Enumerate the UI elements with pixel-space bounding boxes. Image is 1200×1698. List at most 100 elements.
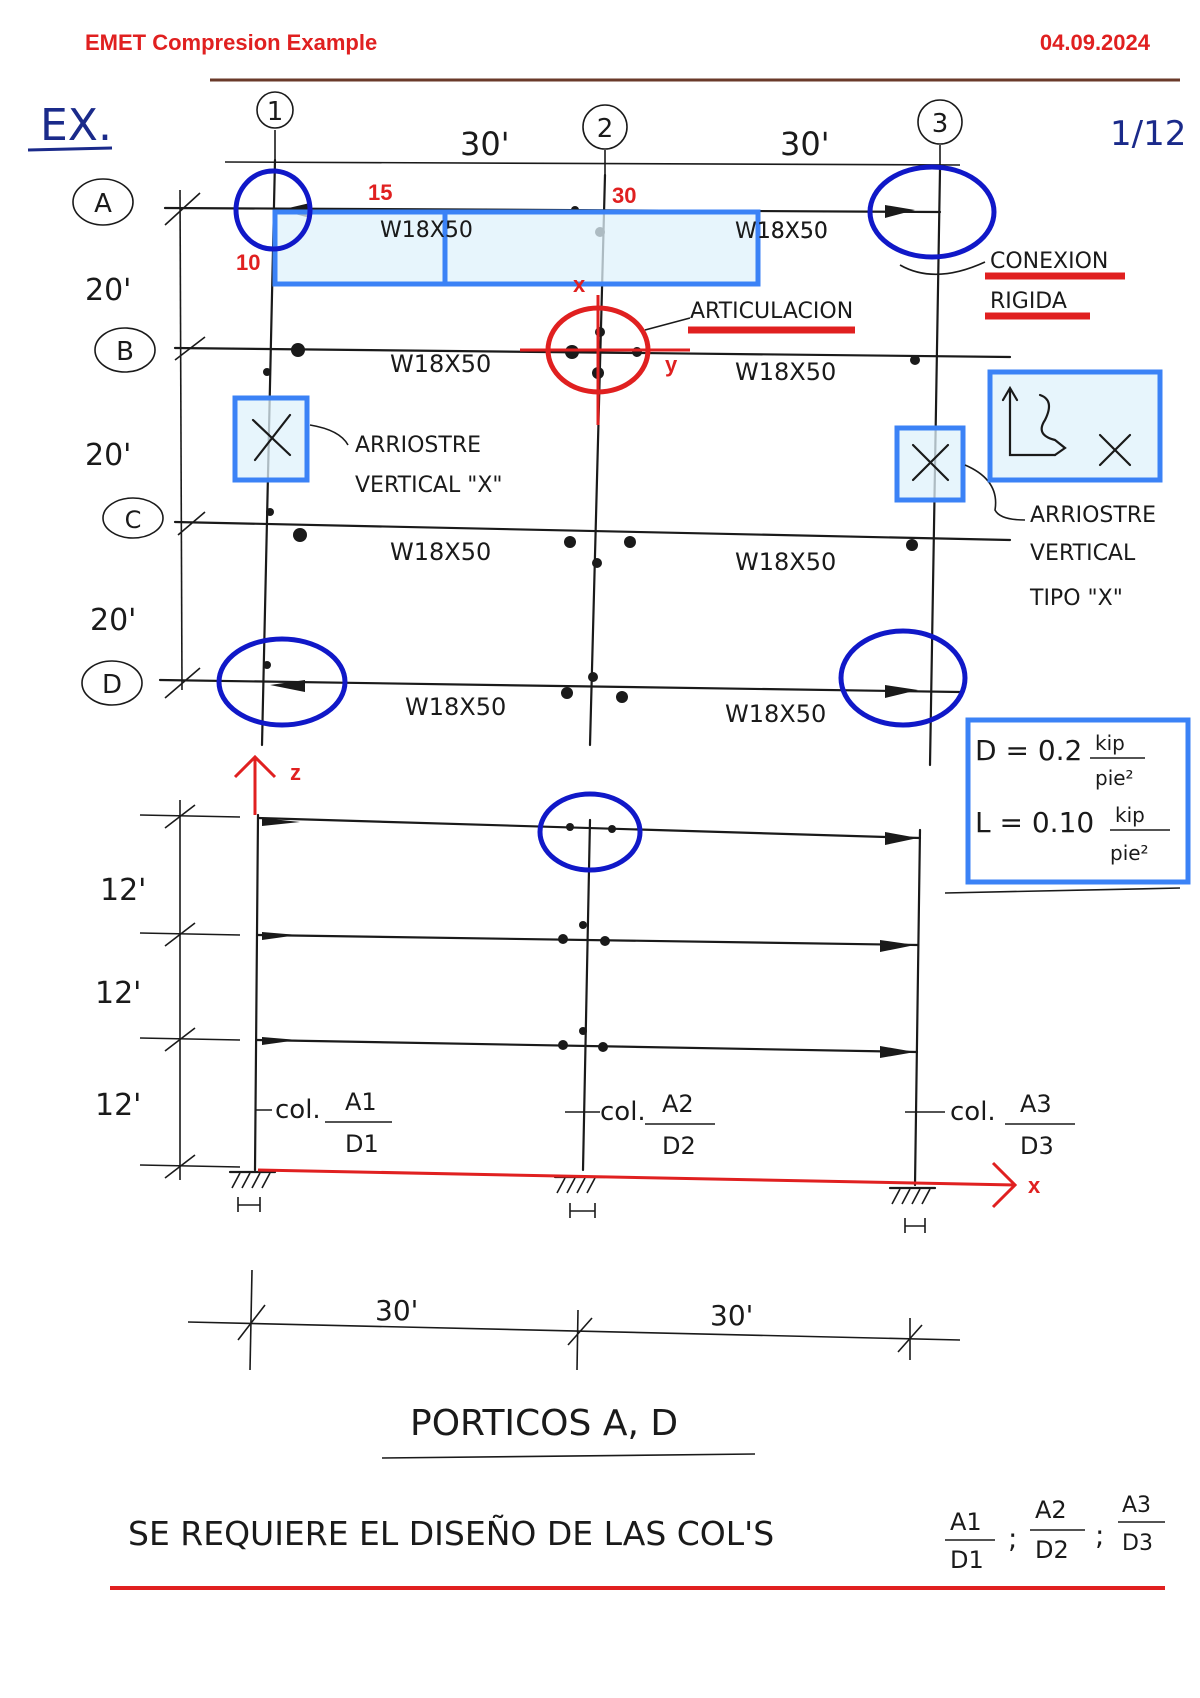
elev-beam-level-2: [256, 933, 920, 947]
label-15: 15: [368, 180, 392, 205]
column-label-3-bottom: D3: [1020, 1132, 1054, 1160]
elev-column-3: [913, 828, 922, 1187]
axis-x-label: x: [1028, 1173, 1041, 1198]
brace-left-annotation-line2: VERTICAL "X": [355, 473, 503, 498]
axis-bubble-2: 2: [582, 104, 628, 175]
requirement-separator-2: ;: [1095, 1519, 1104, 1552]
column-label-1-bottom: D1: [345, 1130, 379, 1158]
plan-bay-depth-3: 20': [90, 603, 136, 638]
column-label-3-top: A3: [1020, 1090, 1052, 1118]
column-label-2: col. A2 D2: [565, 1090, 715, 1160]
load-box: [965, 717, 1191, 885]
load-box-underline: [944, 887, 1181, 894]
column-label-3: col. A3 D3: [905, 1090, 1075, 1160]
elev-beam-roof: [256, 816, 922, 840]
axis-sketch-icon: [1001, 385, 1132, 467]
plan-bay-depth-1: 20': [85, 273, 131, 308]
load-dead-unit-den: pie²: [1095, 766, 1134, 790]
column-label-1: col. A1 D1: [255, 1088, 392, 1158]
elev-bottom-ticks: [237, 1269, 923, 1371]
beam-label-C23: W18X50: [735, 548, 836, 576]
story-height-2: 12': [95, 976, 141, 1011]
column-label-2-top: A2: [662, 1090, 694, 1118]
requirement-text: SE REQUIERE EL DISEÑO DE LAS COL'S: [128, 1514, 774, 1553]
brace-left-annotation-line1: ARRIOSTRE: [355, 433, 481, 458]
column-label-1-top: A1: [345, 1088, 377, 1116]
plan-bay-width-2: 30': [780, 125, 830, 163]
fixed-support-3: [888, 1186, 937, 1233]
elev-bay-width-2: 30': [710, 1299, 753, 1332]
svg-text:A: A: [94, 189, 112, 219]
brace-left-leader: [309, 424, 349, 446]
svg-text:A2: A2: [1035, 1496, 1067, 1524]
plan-bay-width-1: 30': [460, 125, 510, 163]
circle-corner-A3: [867, 164, 997, 260]
elevation-view: z 12' 12' 12': [95, 754, 1075, 1459]
plan-bay-depth-2: 20': [85, 438, 131, 473]
elevation-title-underline: [381, 1453, 756, 1459]
elev-dimension-line-bottom: [187, 1321, 961, 1341]
rigid-annotation-line2: RIGIDA: [990, 289, 1067, 314]
elev-column-1: [253, 813, 260, 1172]
highlight-beam-A23: [442, 209, 761, 287]
gridline-B: [173, 346, 1012, 359]
story-height-1: 12': [100, 873, 146, 908]
beam-label-A12-overlay: W18X50: [380, 218, 473, 243]
label-10: 10: [236, 250, 260, 275]
fixed-support-1: [228, 1170, 277, 1212]
svg-text:C: C: [125, 506, 142, 534]
circle-corner-A1: [233, 168, 313, 252]
circle-corner-D1: [216, 636, 348, 728]
header: EMET Compresion Example 04.09.2024: [85, 30, 1180, 82]
load-dead: D = 0.2 kip pie²: [975, 731, 1145, 790]
elev-column-2: [581, 818, 592, 1172]
elev-connection-symbols: [262, 818, 918, 1058]
beam-label-A23-overlay: W18X50: [735, 219, 828, 244]
elev-beam-level-1: [255, 1038, 919, 1054]
svg-text:1: 1: [267, 97, 284, 127]
pin-leader: [644, 317, 691, 331]
plan-view: 1 2 3 30' 30' A B C: [72, 91, 1191, 894]
row-bubble-A: A: [72, 178, 134, 226]
axis-z-arrow: z: [233, 754, 301, 815]
load-dead-unit-num: kip: [1095, 731, 1125, 755]
circle-pin-roof: [537, 791, 643, 873]
axis-bubble-3: 3: [917, 99, 963, 170]
brace-left-x: [251, 413, 292, 462]
column-label-2-bottom: D2: [662, 1132, 696, 1160]
plan-dimension-line-top: [224, 161, 961, 166]
brace-right-leader: [964, 464, 1026, 521]
row-bubble-D: D: [81, 660, 143, 706]
beam-label-B12: W18X50: [390, 350, 491, 378]
label-30: 30: [612, 183, 636, 208]
fixed-support-2: [553, 1175, 607, 1218]
highlight-axis-sketch: [987, 369, 1163, 483]
pin-axis-x-label: x: [573, 272, 586, 297]
brace-right-annotation-line1: ARRIOSTRE: [1030, 503, 1156, 528]
header-title: EMET Compresion Example: [85, 30, 377, 55]
column-label-1-prefix: col.: [275, 1095, 321, 1125]
requirement-fraction-3: A3 D3: [1118, 1493, 1165, 1556]
pin-connection-marker: x y: [520, 272, 690, 425]
column-label-2-prefix: col.: [600, 1097, 646, 1127]
row-bubble-B: B: [94, 327, 156, 373]
load-dead-label: D = 0.2: [975, 734, 1082, 767]
requirement-separator-1: ;: [1008, 1522, 1017, 1555]
brace-right-annotation-line3: TIPO "X": [1029, 586, 1123, 611]
pin-annotation: ARTICULACION: [690, 299, 853, 324]
circle-corner-D3: [838, 628, 968, 728]
axis-x-arrow: x: [257, 1161, 1041, 1209]
elev-bay-width-1: 30': [375, 1294, 418, 1327]
load-live-unit-den: pie²: [1110, 841, 1149, 865]
svg-text:D: D: [102, 670, 122, 700]
load-live-label: L = 0.10: [975, 806, 1094, 839]
row-bubble-C: C: [102, 497, 164, 539]
svg-text:A3: A3: [1122, 1493, 1151, 1518]
brace-right-x: [911, 443, 950, 482]
elevation-title: PORTICOS A, D: [410, 1403, 678, 1444]
svg-text:2: 2: [597, 114, 614, 144]
requirement-fraction-1: A1 D1: [945, 1508, 995, 1574]
example-label: EX.: [40, 100, 112, 151]
column-label-3-prefix: col.: [950, 1097, 996, 1127]
